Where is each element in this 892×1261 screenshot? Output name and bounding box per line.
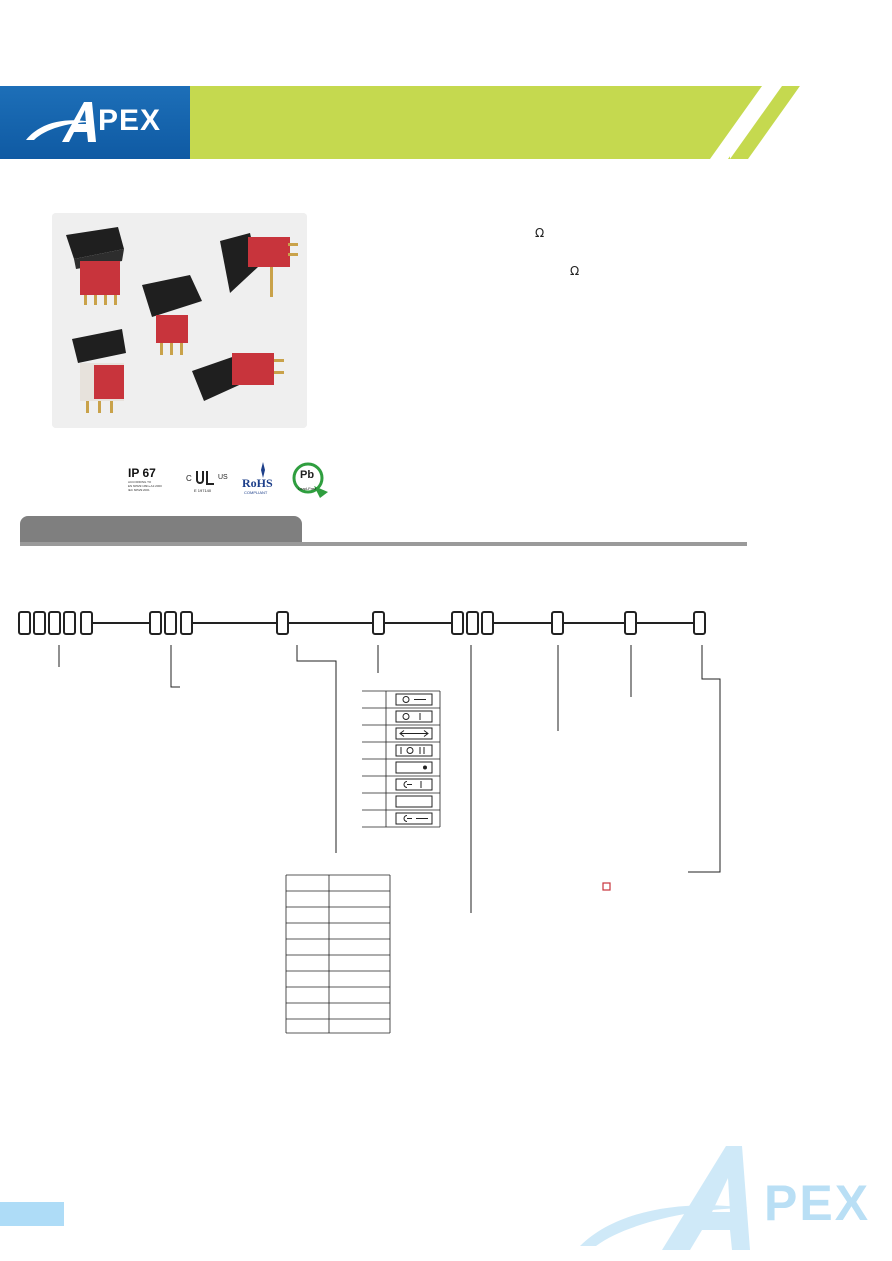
code-box	[451, 611, 464, 635]
header-blue-block	[0, 86, 190, 159]
code-box	[149, 611, 162, 635]
rohs-sub: COMPLIANT	[244, 490, 268, 495]
header-stripes-icon	[700, 86, 812, 159]
code-box	[48, 611, 61, 635]
code-box	[372, 611, 385, 635]
ip67-sub-line: IEC 60529:2001	[128, 488, 150, 492]
code-box	[624, 611, 637, 635]
rohs-badge-icon: RoHS COMPLIANT	[242, 462, 282, 498]
product-photo	[52, 213, 307, 428]
rohs-figure-icon	[261, 462, 265, 478]
ohm-symbol: Ω	[570, 264, 580, 278]
code-box	[276, 611, 289, 635]
ip67-sub-line: ACCORDING TO	[128, 480, 152, 484]
actuator-symbol-table	[362, 690, 441, 828]
code-box	[693, 611, 706, 635]
bar-circle-double-bar-symbol-icon	[395, 744, 433, 757]
pb-sub: Lead-Free	[298, 486, 317, 491]
half-circle-bar-symbol-icon	[395, 778, 433, 791]
leader-lines	[58, 645, 721, 913]
code-box	[481, 611, 494, 635]
code-box	[63, 611, 76, 635]
code-box	[164, 611, 177, 635]
ip67-badge-icon: IP 67 ACCORDING TO EN 60529:1991+A1:2000…	[128, 466, 180, 498]
ip67-title: IP 67	[128, 466, 156, 480]
rocker-switches-illustration	[52, 213, 307, 428]
logo-wordmark: PEX	[98, 104, 162, 137]
svg-text:PEX: PEX	[764, 1175, 870, 1231]
ul-mark-icon: C US E 197140	[186, 464, 232, 496]
pb-label: Pb	[300, 469, 315, 481]
circle-dash-symbol-icon	[395, 693, 433, 706]
ordering-code-diagram	[18, 611, 721, 1034]
apex-watermark-logo-icon: PEX	[580, 1146, 870, 1250]
page-number-tab	[0, 1202, 64, 1226]
code-box	[18, 611, 31, 635]
section-header-bar	[20, 516, 302, 544]
circle-bar-symbol-icon	[395, 710, 433, 723]
header-green-band	[190, 86, 730, 159]
ip67-sub-line: EN 60529:1991+A1:2000	[128, 484, 162, 488]
apex-logo-icon	[26, 102, 96, 142]
code-box	[33, 611, 46, 635]
dot-symbol-icon	[395, 761, 433, 774]
ul-us-label: US	[218, 474, 228, 481]
ohm-symbol: Ω	[535, 226, 545, 240]
ul-c-label: C	[186, 474, 192, 483]
section-rule	[20, 542, 747, 546]
lead-free-circle-icon	[292, 462, 328, 498]
half-circle-dash-symbol-icon	[395, 812, 433, 825]
ul-symbol-icon	[196, 471, 214, 485]
option-table	[285, 874, 391, 1034]
code-box	[466, 611, 479, 635]
rohs-label: RoHS	[242, 476, 273, 490]
lead-free-badge-icon: Pb Lead-Free	[292, 462, 330, 498]
double-arrow-symbol-icon	[395, 727, 433, 740]
code-box	[80, 611, 93, 635]
code-box	[180, 611, 193, 635]
red-square-marker-icon	[602, 882, 611, 891]
blank-symbol-icon	[395, 795, 433, 808]
code-box	[551, 611, 564, 635]
ul-file-number: E 197140	[194, 488, 212, 493]
